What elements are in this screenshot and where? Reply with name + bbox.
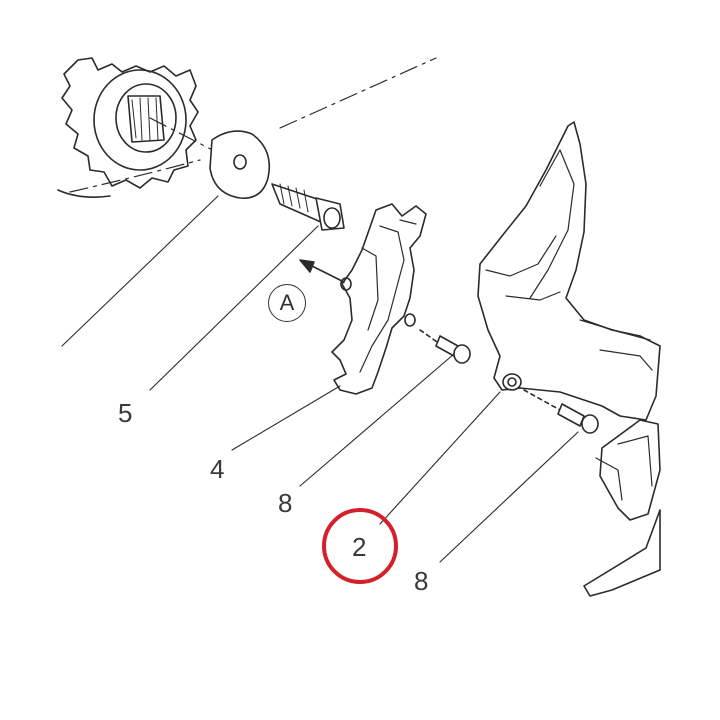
direction-arrow <box>299 259 345 283</box>
callout-5: 5 <box>118 398 133 428</box>
side-cover <box>477 121 661 597</box>
callout-4: 4 <box>210 454 225 484</box>
cap-screw <box>271 183 345 231</box>
callout-8-left: 8 <box>278 488 293 518</box>
callout-8-right: 8 <box>414 566 429 596</box>
screw-left <box>419 329 471 364</box>
sprocket <box>57 57 199 198</box>
chain-guide-bracket <box>331 203 427 395</box>
leader-lines <box>61 195 579 563</box>
highlight-ring <box>322 508 398 584</box>
washer <box>209 130 271 199</box>
screw-right <box>523 389 599 434</box>
reference-marker-a: A <box>268 284 306 322</box>
